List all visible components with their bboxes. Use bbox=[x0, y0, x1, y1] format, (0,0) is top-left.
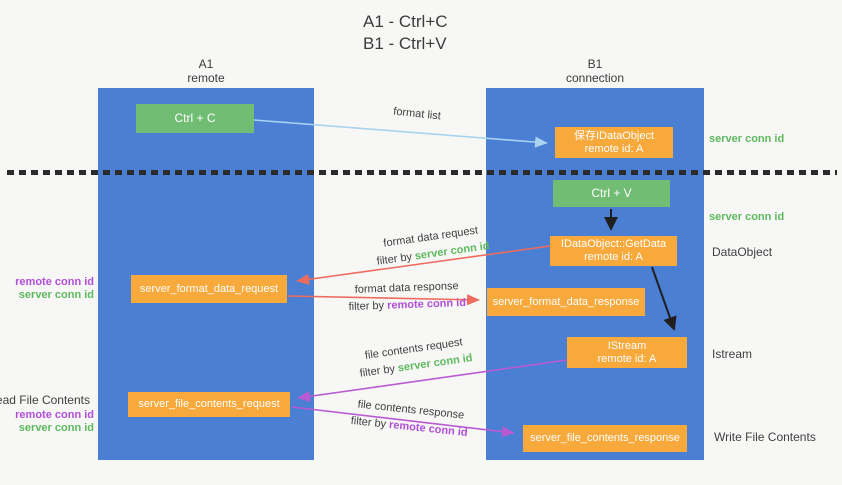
conn-id-group-file: remote conn id server conn id bbox=[15, 409, 94, 435]
server-format-data-response-label: server_format_data_response bbox=[492, 295, 640, 308]
read-file-contents-label: Read File Contents bbox=[0, 393, 90, 407]
ctrl-v-label: Ctrl + V bbox=[591, 186, 632, 200]
istream-side-label: Istream bbox=[712, 347, 753, 361]
save-idataobject-box: 保存IDataObject remote id: A bbox=[555, 127, 673, 158]
filter-by-text: filter by bbox=[350, 414, 387, 431]
title-line-b1: B1 - Ctrl+V bbox=[363, 34, 447, 53]
lane-header-b1: B1 connection bbox=[486, 57, 704, 85]
server-file-contents-request-label: server_file_contents_request bbox=[138, 398, 280, 410]
filter-by-text: filter by bbox=[348, 299, 385, 314]
istream-remote-id: remote id: A bbox=[597, 352, 657, 365]
lane-b1-subtitle: connection bbox=[565, 71, 625, 85]
server-conn-id-label-mid: server conn id bbox=[709, 211, 785, 223]
istream-box: IStream remote id: A bbox=[567, 337, 687, 368]
server-format-data-request-label: server_format_data_request bbox=[139, 282, 279, 295]
file-contents-response-label: file contents response filter by remote … bbox=[329, 394, 492, 445]
server-conn-id-label-1: server conn id bbox=[18, 289, 94, 301]
remote-conn-id-label-2: remote conn id bbox=[15, 409, 94, 421]
remote-conn-id-label-1: remote conn id bbox=[15, 276, 94, 288]
lane-b1-name: B1 bbox=[587, 57, 603, 71]
lane-header-a1: A1 remote bbox=[98, 57, 314, 85]
server-file-contents-response-label: server_file_contents_response bbox=[530, 432, 680, 444]
ctrl-c-box: Ctrl + C bbox=[136, 104, 254, 133]
write-file-contents-label: Write File Contents bbox=[714, 430, 816, 444]
idataobject-getdata-box: IDataObject::GetData remote id: A bbox=[550, 236, 677, 266]
dataobject-label: DataObject bbox=[712, 245, 773, 259]
istream-title: IStream bbox=[607, 339, 647, 352]
ctrl-c-label: Ctrl + C bbox=[174, 111, 216, 125]
save-idataobject-title: 保存IDataObject bbox=[573, 129, 655, 142]
getdata-remote-id: remote id: A bbox=[584, 251, 643, 263]
dotted-separator bbox=[7, 170, 837, 175]
filter-by-text: filter by bbox=[358, 362, 396, 380]
server-conn-id-label-2: server conn id bbox=[18, 422, 94, 434]
server-file-contents-request-box: server_file_contents_request bbox=[128, 392, 290, 417]
remote-conn-id-inline: remote conn id bbox=[386, 296, 467, 312]
lane-a1-subtitle: remote bbox=[187, 71, 225, 85]
filter-by-text: filter by bbox=[375, 250, 413, 268]
diagram-title: A1 - Ctrl+C B1 - Ctrl+V bbox=[363, 11, 448, 55]
server-format-data-response-box: server_format_data_response bbox=[487, 288, 645, 316]
format-data-response-label: format data response filter by remote co… bbox=[331, 277, 482, 316]
ctrl-v-box: Ctrl + V bbox=[553, 180, 670, 207]
getdata-title: IDataObject::GetData bbox=[560, 238, 667, 250]
conn-id-group-format: remote conn id server conn id bbox=[15, 276, 94, 302]
lane-a1-name: A1 bbox=[198, 57, 214, 71]
title-line-a1: A1 - Ctrl+C bbox=[363, 12, 448, 31]
server-conn-id-label-top: server conn id bbox=[709, 133, 785, 145]
file-contents-request-label: file contents request filter by server c… bbox=[338, 331, 491, 386]
server-file-contents-response-box: server_file_contents_response bbox=[523, 425, 687, 452]
server-format-data-request-box: server_format_data_request bbox=[131, 275, 287, 303]
save-idataobject-remote-id: remote id: A bbox=[584, 142, 644, 155]
format-list-label: format list bbox=[392, 105, 442, 123]
